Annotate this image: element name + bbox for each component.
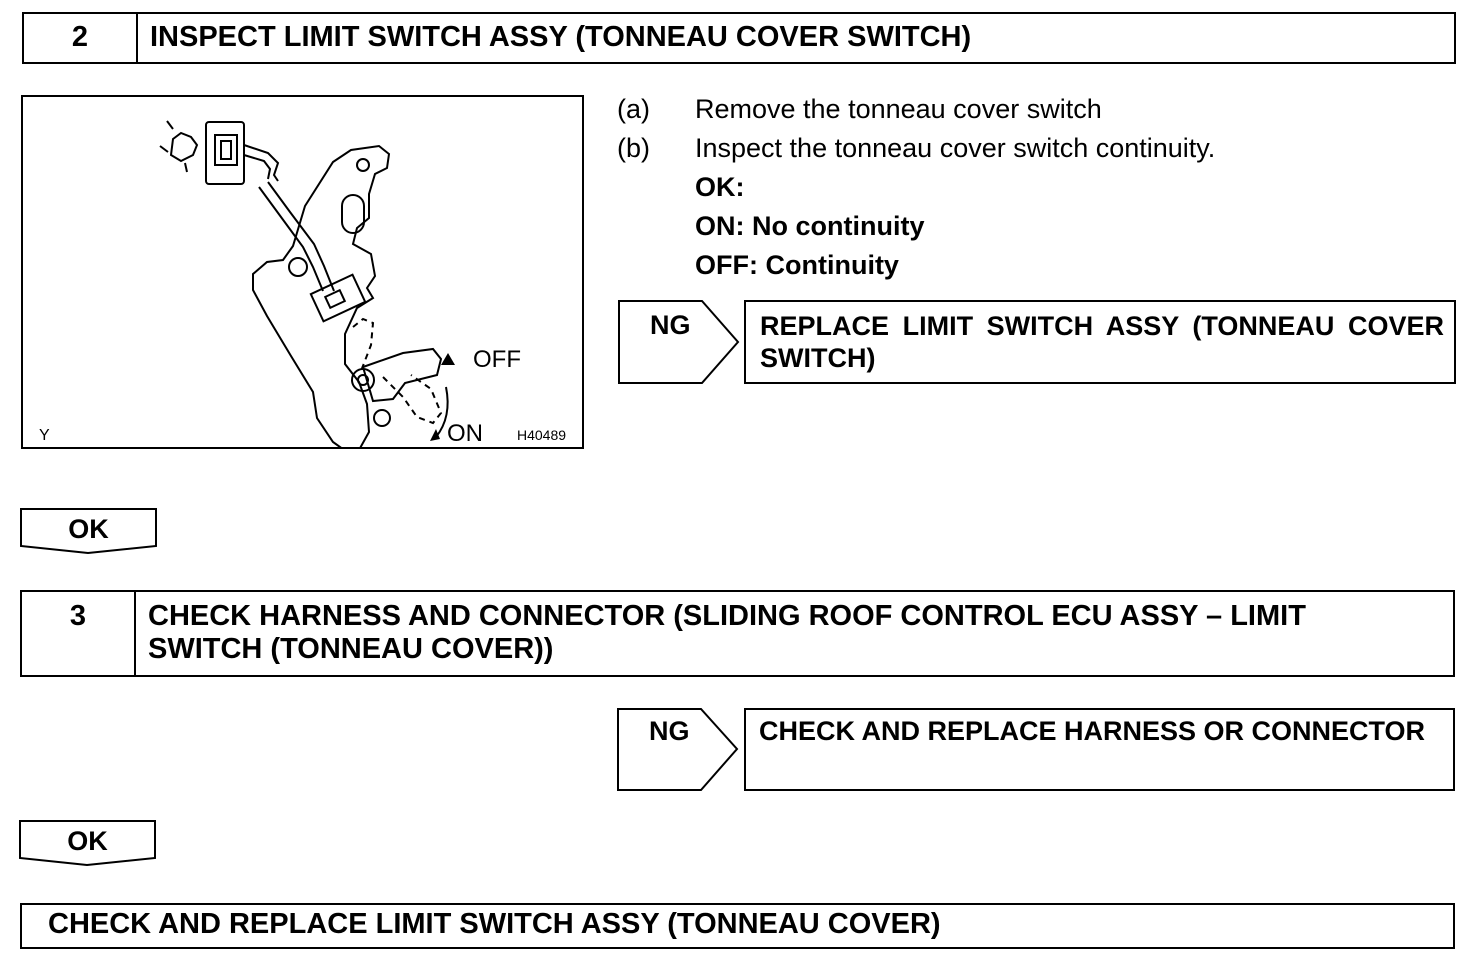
instruction-b-label: (b) bbox=[617, 133, 650, 163]
step-2-header: 2 INSPECT LIMIT SWITCH ASSY (TONNEAU COV… bbox=[22, 12, 1456, 64]
step-2-instructions: (a) Remove the tonneau cover switch (b) … bbox=[617, 90, 1457, 285]
label-y: Y bbox=[39, 427, 50, 444]
label-off: OFF bbox=[473, 346, 521, 373]
limit-switch-diagram: OFF ON Y H40489 bbox=[39, 120, 566, 447]
ok-label: OK bbox=[67, 826, 108, 856]
step-3-number: 3 bbox=[22, 592, 136, 675]
instruction-a: (a) Remove the tonneau cover switch bbox=[617, 90, 1457, 129]
ng-arrow-tag bbox=[617, 708, 739, 791]
on-spec: ON: No continuity bbox=[695, 211, 925, 241]
step-3-ok-tag: OK bbox=[19, 820, 156, 867]
replace-switch-text: REPLACE LIMIT SWITCH ASSY (TONNEAU COVER… bbox=[760, 311, 1444, 373]
step-2-title: INSPECT LIMIT SWITCH ASSY (TONNEAU COVER… bbox=[150, 21, 972, 53]
step-2-ok-tag: OK bbox=[20, 508, 157, 555]
replace-harness-text: CHECK AND REPLACE HARNESS OR CONNECTOR bbox=[759, 716, 1426, 746]
ok-shape bbox=[20, 508, 157, 555]
ng-arrow-tag bbox=[618, 300, 740, 384]
figure-id: H40489 bbox=[517, 427, 566, 443]
step-2-number: 2 bbox=[24, 14, 138, 62]
ng-label: NG bbox=[650, 310, 691, 340]
ok-label: OK bbox=[68, 514, 109, 544]
ok-shape bbox=[19, 820, 156, 867]
switch-illustration: OFF ON Y H40489 bbox=[21, 95, 584, 449]
instruction-a-text: Remove the tonneau cover switch bbox=[695, 94, 1102, 124]
ng-label: NG bbox=[649, 716, 690, 746]
replace-harness-action bbox=[744, 708, 1455, 791]
step-2-ng-result: NG REPLACE LIMIT SWITCH ASSY (TONNEAU CO… bbox=[618, 300, 1456, 384]
off-spec: OFF: Continuity bbox=[695, 250, 899, 280]
ok-heading: OK: bbox=[695, 172, 745, 202]
label-on: ON bbox=[447, 420, 483, 447]
final-action: CHECK AND REPLACE LIMIT SWITCH ASSY (TON… bbox=[20, 903, 1455, 949]
instruction-b: (b) Inspect the tonneau cover switch con… bbox=[617, 129, 1457, 168]
step-3-title: CHECK HARNESS AND CONNECTOR (SLIDING ROO… bbox=[148, 600, 1306, 665]
instruction-b-text: Inspect the tonneau cover switch continu… bbox=[695, 133, 1216, 163]
step-3-header: 3 CHECK HARNESS AND CONNECTOR (SLIDING R… bbox=[20, 590, 1455, 677]
step-3-ng-result: NG CHECK AND REPLACE HARNESS OR CONNECTO… bbox=[617, 708, 1455, 791]
replace-switch-action bbox=[744, 300, 1456, 384]
instruction-a-label: (a) bbox=[617, 94, 650, 124]
